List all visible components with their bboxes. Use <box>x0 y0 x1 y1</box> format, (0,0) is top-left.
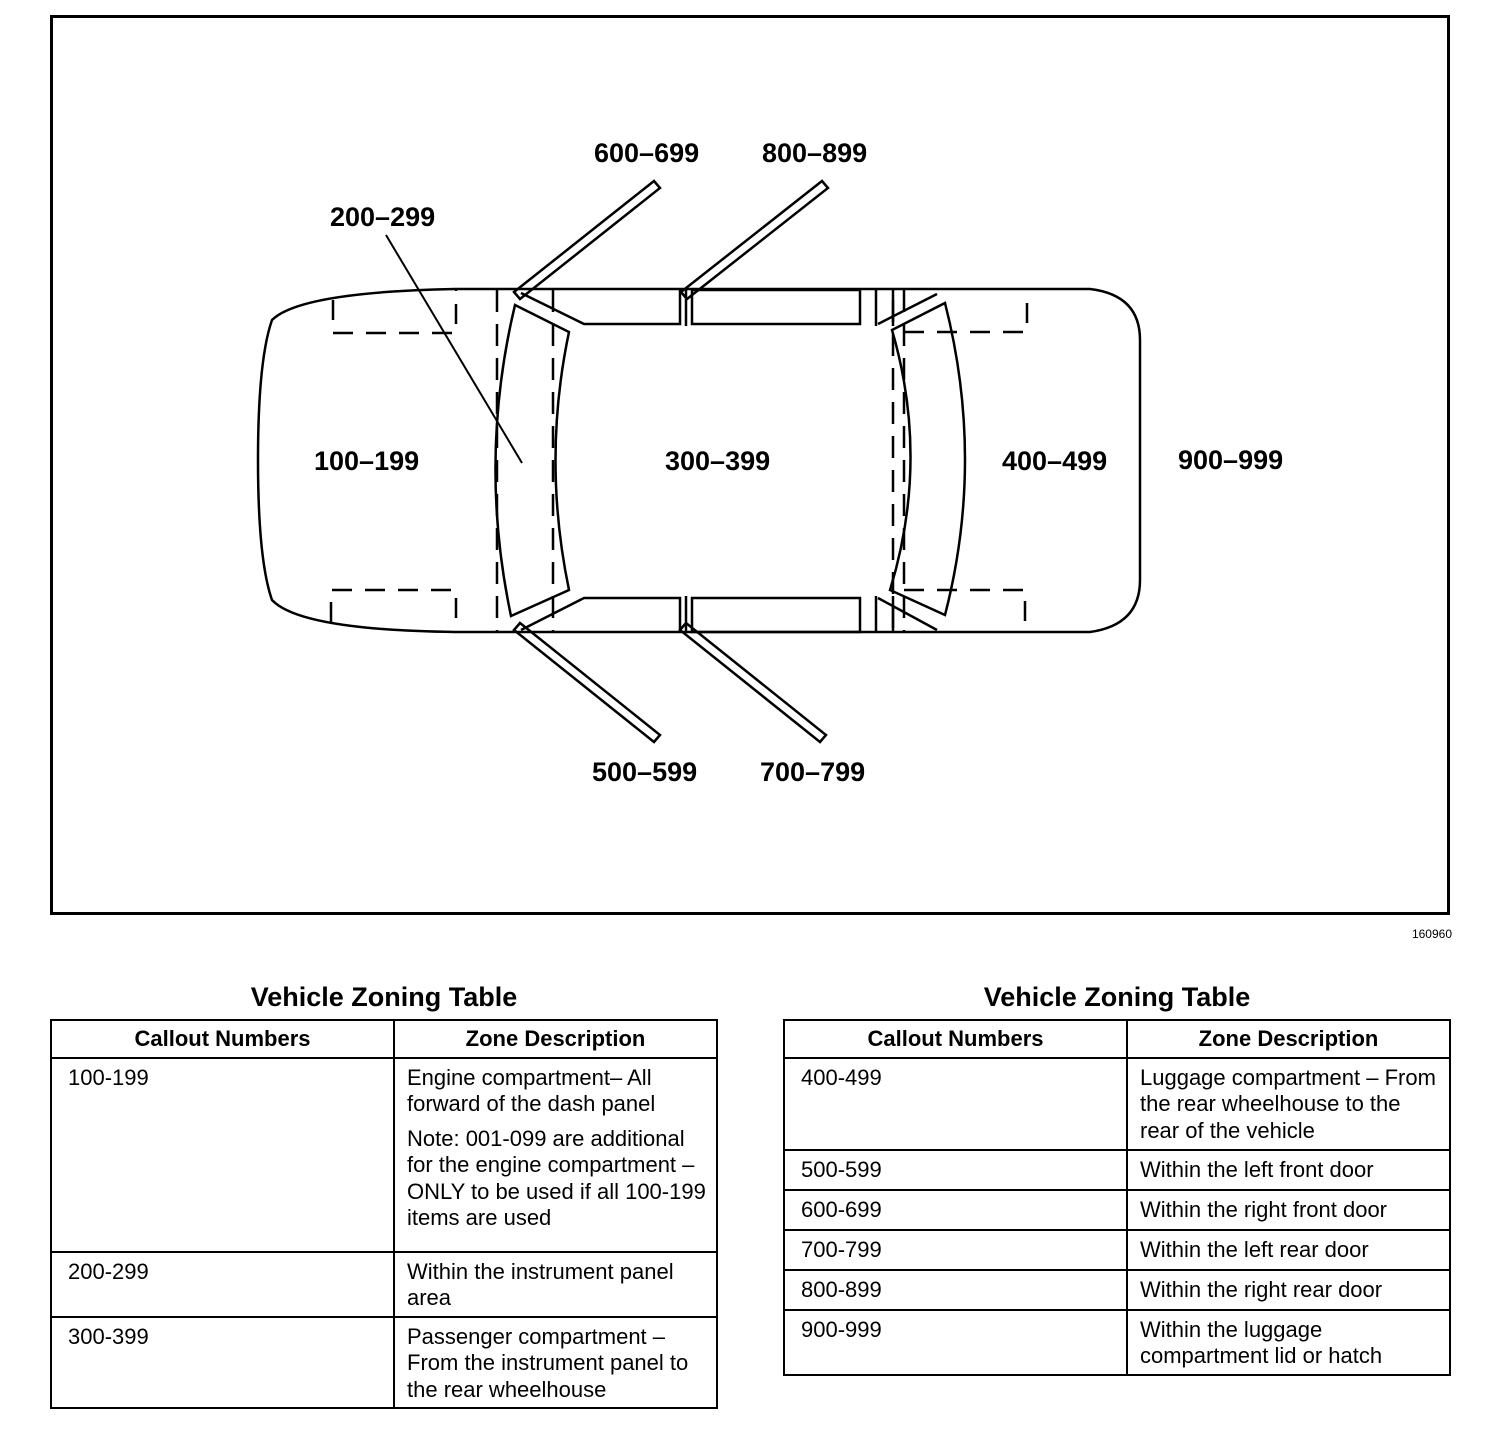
column-header-description: Zone Description <box>1126 1019 1451 1059</box>
callout-cell: 500-599 <box>783 1149 1128 1191</box>
zoning-table-right: Vehicle Zoning Table Callout Numbers Zon… <box>783 982 1451 1376</box>
description-note: Note: 001-099 are additional for the eng… <box>407 1125 706 1230</box>
zoning-table-left: Vehicle Zoning Table Callout Numbers Zon… <box>50 982 718 1409</box>
luggage-top-dashed <box>904 290 1029 334</box>
description-cell: Within the left front door <box>1126 1149 1451 1191</box>
rear-pillar-top-diag <box>877 292 938 326</box>
table-row: 700-799 Within the left rear door <box>783 1229 1451 1271</box>
table-row: 100-199 Engine compartment– All forward … <box>50 1057 718 1253</box>
column-header-callout: Callout Numbers <box>783 1019 1128 1059</box>
table-row: 900-999 Within the luggage compartment l… <box>783 1309 1451 1376</box>
car-body-outline <box>256 287 1142 634</box>
description-cell: Luggage compartment – From the rear whee… <box>1126 1057 1451 1151</box>
zone-label-900: 900–999 <box>1178 445 1283 475</box>
table-header-row: Callout Numbers Zone Description <box>50 1019 718 1059</box>
table-header-row: Callout Numbers Zone Description <box>783 1019 1451 1059</box>
zone-label-100: 100–199 <box>314 446 419 476</box>
rear-pillar-bottom-diag <box>877 596 938 632</box>
table-row: 400-499 Luggage compartment – From the r… <box>783 1057 1451 1151</box>
door-top-rear <box>690 288 862 326</box>
vehicle-zoning-diagram: 600–699 800–899 200–299 100–199 300–399 … <box>256 138 1283 787</box>
description-cell: Within the instrument panel area <box>393 1251 718 1318</box>
windshield <box>494 303 571 618</box>
front-wheelhouse-top-dashed <box>331 290 458 335</box>
callout-cell: 400-499 <box>783 1057 1128 1151</box>
description-cell: Passenger compartment – From the instrum… <box>393 1315 718 1409</box>
description-cell: Engine compartment– All forward of the d… <box>393 1057 718 1253</box>
zone-label-300: 300–399 <box>665 446 770 476</box>
leader-500 <box>512 621 662 744</box>
leader-200 <box>385 234 523 464</box>
column-header-description: Zone Description <box>393 1019 718 1059</box>
table-row: 200-299 Within the instrument panel area <box>50 1251 718 1318</box>
rear-window <box>888 301 967 617</box>
table-row: 500-599 Within the left front door <box>783 1149 1451 1191</box>
leader-600 <box>512 179 662 301</box>
table-row: 800-899 Within the right rear door <box>783 1269 1451 1311</box>
zoning-table: Callout Numbers Zone Description 400-499… <box>783 1019 1451 1376</box>
door-bottom-front <box>520 596 682 632</box>
zone-label-700: 700–799 <box>760 757 865 787</box>
zone-label-200: 200–299 <box>330 202 435 232</box>
zone-label-600: 600–699 <box>594 138 699 168</box>
zone-label-400: 400–499 <box>1002 446 1107 476</box>
zone-label-800: 800–899 <box>762 138 867 168</box>
door-top-front <box>520 290 682 326</box>
callout-cell: 700-799 <box>783 1229 1128 1271</box>
description-cell: Within the right front door <box>1126 1189 1451 1231</box>
diagram-frame <box>50 15 1450 915</box>
callout-cell: 800-899 <box>783 1269 1128 1311</box>
table-title: Vehicle Zoning Table <box>983 982 1251 1012</box>
zoning-table: Callout Numbers Zone Description 100-199… <box>50 1019 718 1409</box>
callout-cell: 200-299 <box>50 1251 395 1318</box>
callout-cell: 600-699 <box>783 1189 1128 1231</box>
front-wheelhouse-bottom-dashed <box>329 588 458 632</box>
table-row: 600-699 Within the right front door <box>783 1189 1451 1231</box>
description-cell: Within the left rear door <box>1126 1229 1451 1271</box>
zone-label-500: 500–599 <box>592 757 697 787</box>
leader-800 <box>679 179 830 301</box>
callout-cell: 300-399 <box>50 1315 395 1409</box>
description-cell: Within the luggage compartment lid or ha… <box>1126 1309 1451 1376</box>
column-header-callout: Callout Numbers <box>50 1019 395 1059</box>
description-text: Engine compartment– All forward of the d… <box>407 1065 656 1117</box>
door-bottom-rear <box>690 596 862 634</box>
table-row: 300-399 Passenger compartment – From the… <box>50 1315 718 1409</box>
figure-id: 160960 <box>1411 927 1452 941</box>
leader-700 <box>678 621 828 744</box>
callout-cell: 900-999 <box>783 1309 1128 1376</box>
description-cell: Within the right rear door <box>1126 1269 1451 1311</box>
callout-cell: 100-199 <box>50 1057 395 1253</box>
luggage-bottom-dashed <box>904 588 1027 632</box>
table-title: Vehicle Zoning Table <box>250 982 518 1012</box>
